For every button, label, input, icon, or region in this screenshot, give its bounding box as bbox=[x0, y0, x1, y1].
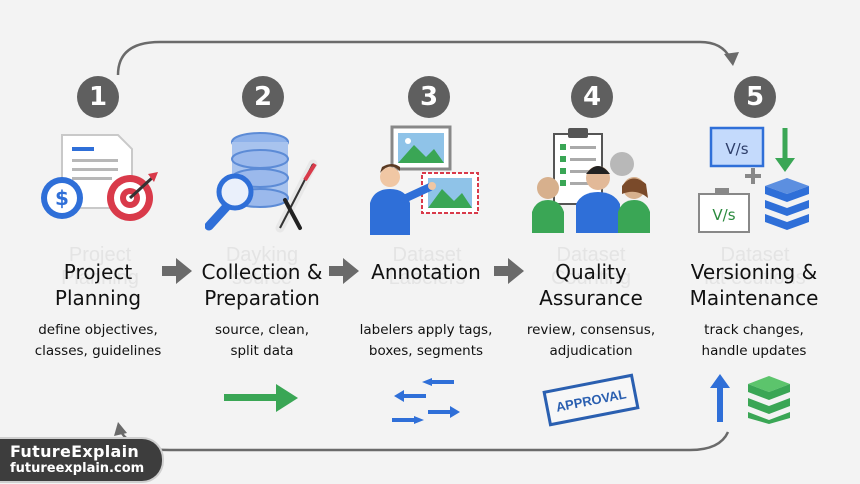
step-3-title: Annotation bbox=[371, 260, 481, 284]
version-top-label: V/s bbox=[725, 140, 748, 158]
green-arrow-right-icon bbox=[224, 384, 298, 412]
checklist-team-icon bbox=[532, 128, 650, 233]
connector-arrow-2 bbox=[329, 258, 359, 284]
step-2-title: Collection &Preparation bbox=[201, 260, 323, 310]
step-2-desc: source, clean,split data bbox=[214, 322, 309, 359]
step-4-badge: 4 bbox=[571, 76, 613, 118]
document-target-icon: $ bbox=[41, 134, 158, 221]
brand-name: FutureExplain bbox=[10, 442, 140, 461]
svg-text:$: $ bbox=[55, 186, 69, 210]
blue-up-arrow-icon bbox=[710, 374, 730, 422]
step-4-desc: review, consensus,adjudication bbox=[526, 322, 656, 359]
step-5-badge: 5 bbox=[734, 76, 776, 118]
brand-url: futureexplain.com bbox=[10, 461, 145, 476]
step-2-badge: 2 bbox=[242, 76, 284, 118]
version-stack-icon: V/s V/s bbox=[698, 126, 809, 233]
connector-arrow-3 bbox=[494, 258, 524, 284]
swap-arrows-icon bbox=[392, 378, 460, 424]
version-bottom-label: V/s bbox=[712, 206, 735, 224]
green-stack-icon bbox=[748, 376, 790, 424]
step-3-badge: 3 bbox=[408, 76, 450, 118]
connector-arrow-1 bbox=[162, 258, 192, 284]
step-1-badge: 1 bbox=[77, 76, 119, 118]
brand-badge: FutureExplain futureexplain.com bbox=[0, 437, 164, 483]
database-search-icon bbox=[205, 132, 318, 233]
step-1-desc: define objectives,classes, guidelines bbox=[34, 322, 162, 359]
step-5-desc: track changes,handle updates bbox=[701, 322, 807, 359]
step-5-title: Versioning &Maintenance bbox=[689, 260, 819, 310]
step-3-desc: labelers apply tags,boxes, segments bbox=[359, 322, 493, 359]
person-image-annotation-icon bbox=[370, 125, 479, 235]
